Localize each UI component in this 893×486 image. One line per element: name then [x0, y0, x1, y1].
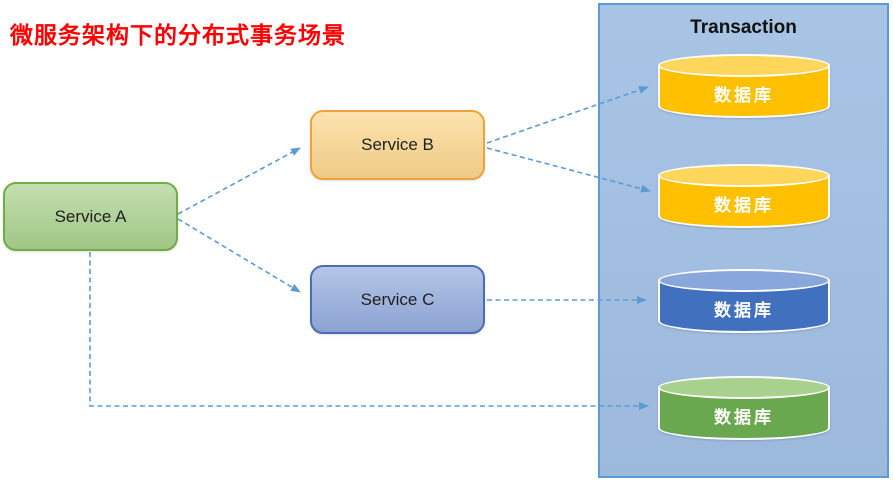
page-title: 微服务架构下的分布式事务场景	[10, 22, 346, 48]
service-b-box: Service B	[310, 110, 485, 180]
database-cylinder-1: 数据库	[658, 54, 830, 118]
database-label: 数据库	[714, 408, 774, 427]
service-a-label: Service A	[54, 206, 127, 226]
cylinder-top-ellipse	[658, 54, 830, 77]
service-c-label: Service C	[360, 289, 435, 309]
service-c-box: Service C	[310, 265, 485, 334]
database-cylinder-3: 数据库	[658, 269, 830, 333]
service-b-label: Service B	[361, 135, 434, 154]
database-cylinder-4: 数据库	[658, 376, 830, 440]
database-label: 数据库	[714, 86, 774, 105]
cylinder-top-ellipse	[658, 269, 830, 292]
database-label: 数据库	[714, 196, 774, 215]
arrow-service-a-to-service-c	[177, 218, 301, 293]
cylinder-top-ellipse	[658, 164, 830, 187]
transaction-panel-title: Transaction	[690, 17, 797, 38]
cylinder-top-ellipse	[658, 376, 830, 399]
database-cylinder-2: 数据库	[658, 164, 830, 228]
transaction-panel: Transaction 数据库 数据库 数据库 数据库	[598, 3, 889, 478]
database-label: 数据库	[714, 301, 774, 320]
arrow-service-a-to-service-b	[177, 147, 301, 215]
service-a-box: Service A	[3, 182, 178, 251]
